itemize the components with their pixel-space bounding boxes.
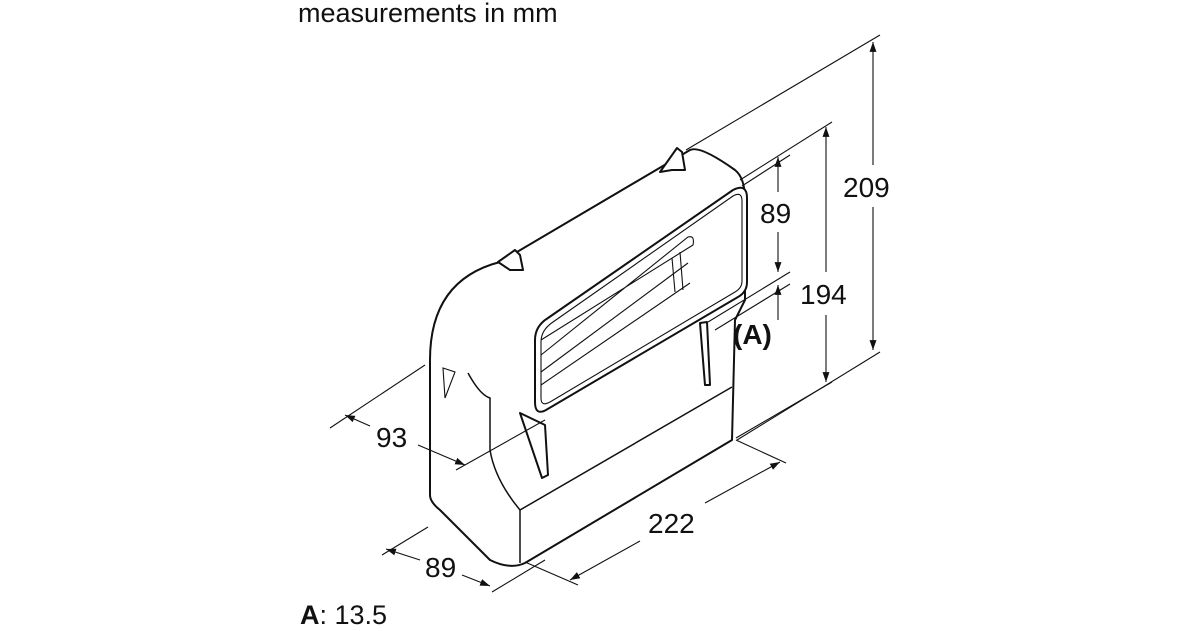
dim-89-opening: 89 — [760, 198, 791, 229]
duct-body — [429, 147, 748, 567]
dim-a-label: (A) — [733, 319, 772, 350]
dimension-lines — [344, 42, 877, 587]
dim-93: 93 — [376, 422, 407, 453]
dim-222: 222 — [648, 508, 695, 539]
a-value-note: A: 13.5 — [300, 600, 387, 631]
dim-194: 194 — [800, 279, 847, 310]
dim-209: 209 — [843, 172, 890, 203]
dim-89-bottom: 89 — [425, 552, 456, 583]
note-value: : 13.5 — [319, 600, 388, 630]
note-key: A — [300, 600, 320, 630]
diagram-title: measurements in mm — [298, 0, 558, 28]
